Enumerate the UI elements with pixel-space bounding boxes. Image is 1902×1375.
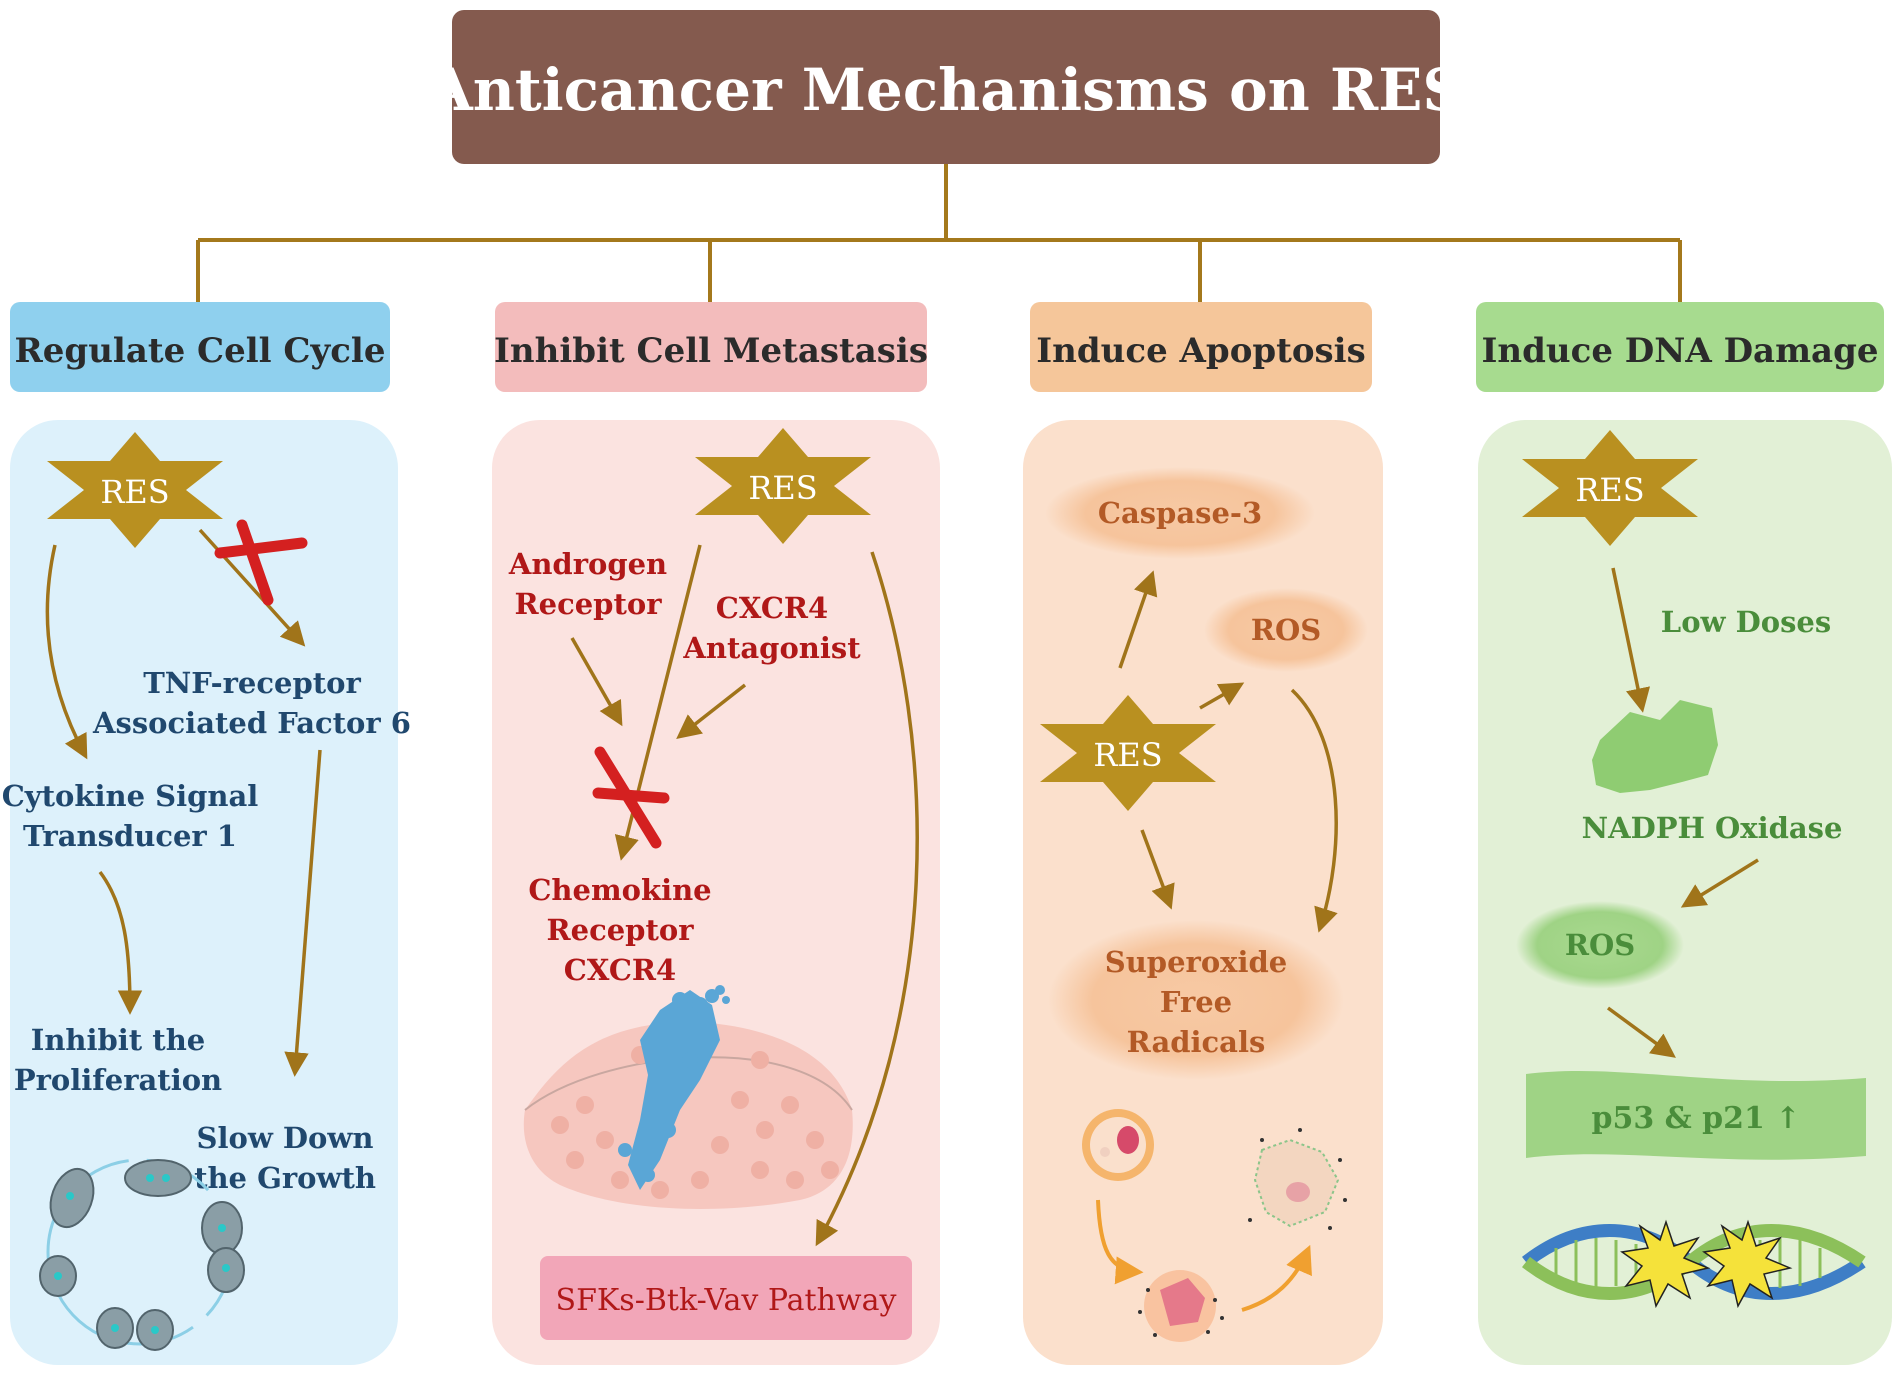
slow-label-line1: Slow Down	[197, 1121, 374, 1155]
superoxide-label-line2: Free	[1160, 985, 1232, 1019]
arrow-ros-to-p53	[1606, 1006, 1676, 1058]
header-induce-apoptosis	[1030, 302, 1372, 392]
arrow-res-to-ros	[1199, 682, 1245, 710]
cytokine-label-line2: Transducer 1	[23, 819, 237, 853]
p53-banner	[1526, 1070, 1866, 1160]
res-label-4: RES	[1575, 471, 1644, 509]
ros-oval-dna	[1516, 901, 1684, 989]
title-box	[452, 10, 1440, 164]
low-doses-label: Low Doses	[1661, 605, 1831, 639]
arrow-res-to-pathway	[815, 551, 919, 1247]
res-star-4: RES	[1522, 430, 1698, 546]
panel-dna-damage	[1478, 420, 1892, 1365]
connector-tree	[196, 164, 1682, 302]
superoxide-oval	[1048, 920, 1344, 1080]
damage-burst-icon-2	[1702, 1219, 1793, 1309]
pathway-box	[540, 1256, 912, 1340]
caspase-label: Caspase-3	[1098, 496, 1262, 530]
superoxide-label-line3: Radicals	[1127, 1025, 1266, 1059]
inhibit-label-line2: Proliferation	[14, 1063, 222, 1097]
tumor-metastasis-illustration	[523, 985, 853, 1209]
cxcr4-antagonist-line1: CXCR4	[716, 591, 828, 625]
arrow-cytokine-to-inhibit	[98, 870, 143, 1015]
tnf-label-line2: Associated Factor 6	[92, 706, 411, 740]
arrow-ros-to-superoxide	[1290, 688, 1338, 933]
header-label-2: Inhibit Cell Metastasis	[494, 331, 928, 371]
ros-label-dna: ROS	[1565, 928, 1635, 962]
header-label-3: Induce Apoptosis	[1036, 331, 1365, 371]
superoxide-label-line1: Superoxide	[1105, 945, 1287, 979]
dna-damage-illustration	[1522, 1219, 1866, 1309]
cytokine-label-line1: Cytokine Signal	[2, 779, 259, 813]
arrow-tnf-to-slow	[284, 749, 322, 1077]
inhibit-label-line1: Inhibit the	[31, 1023, 205, 1057]
tnf-label-line1: TNF-receptor	[143, 666, 361, 700]
inhibition-cross-icon-2	[592, 746, 670, 849]
inhibition-cross-icon-1	[214, 519, 308, 606]
arrow-antagonist-to-cxcr4	[676, 683, 747, 740]
arrow-androgen-to-cxcr4	[570, 637, 623, 727]
androgen-label-line1: Androgen	[508, 547, 667, 581]
ros-oval-apoptosis	[1204, 588, 1368, 672]
arrow-res-to-cytokine	[45, 544, 88, 760]
apoptosis-cells-illustration	[1082, 1109, 1347, 1342]
chemokine-label-line2: Receptor	[547, 913, 695, 947]
p53-label: p53 & p21 ↑	[1591, 1101, 1800, 1136]
arrow-res-to-nadph	[1611, 567, 1651, 713]
arrow-res-to-superoxide	[1140, 829, 1175, 910]
cxcr4-antagonist-line2: Antagonist	[682, 631, 861, 665]
nadph-label: NADPH Oxidase	[1582, 811, 1843, 845]
page-title: Anticancer Mechanisms on RES	[427, 56, 1465, 124]
androgen-label-line2: Receptor	[515, 587, 663, 621]
chemokine-label-line1: Chemokine	[528, 873, 711, 907]
arrow-res-to-caspase	[1118, 570, 1158, 669]
slow-label-line2: the Growth	[194, 1161, 376, 1195]
header-induce-dna-damage	[1476, 302, 1884, 392]
header-label-1: Regulate Cell Cycle	[15, 331, 386, 371]
damage-burst-icon-1	[1620, 1219, 1711, 1309]
cell-cycle-illustration	[39, 1158, 245, 1351]
caspase-oval	[1045, 467, 1315, 559]
res-star-3: RES	[1040, 695, 1216, 811]
panel-cell-cycle	[10, 420, 398, 1365]
header-label-4: Induce DNA Damage	[1482, 331, 1879, 371]
res-star-1: RES	[47, 432, 223, 548]
nadph-oxidase-icon	[1592, 700, 1718, 793]
res-label-3: RES	[1093, 736, 1162, 774]
res-label-1: RES	[100, 473, 169, 511]
res-star-2: RES	[695, 428, 871, 544]
header-regulate-cell-cycle	[10, 302, 390, 392]
ros-label-apoptosis: ROS	[1251, 613, 1321, 647]
arrow-nadph-to-ros	[1680, 858, 1759, 908]
header-inhibit-cell-metastasis	[495, 302, 927, 392]
chemokine-label-line3: CXCR4	[564, 953, 676, 987]
pathway-label: SFKs-Btk-Vav Pathway	[556, 1283, 897, 1318]
res-label-2: RES	[748, 469, 817, 507]
